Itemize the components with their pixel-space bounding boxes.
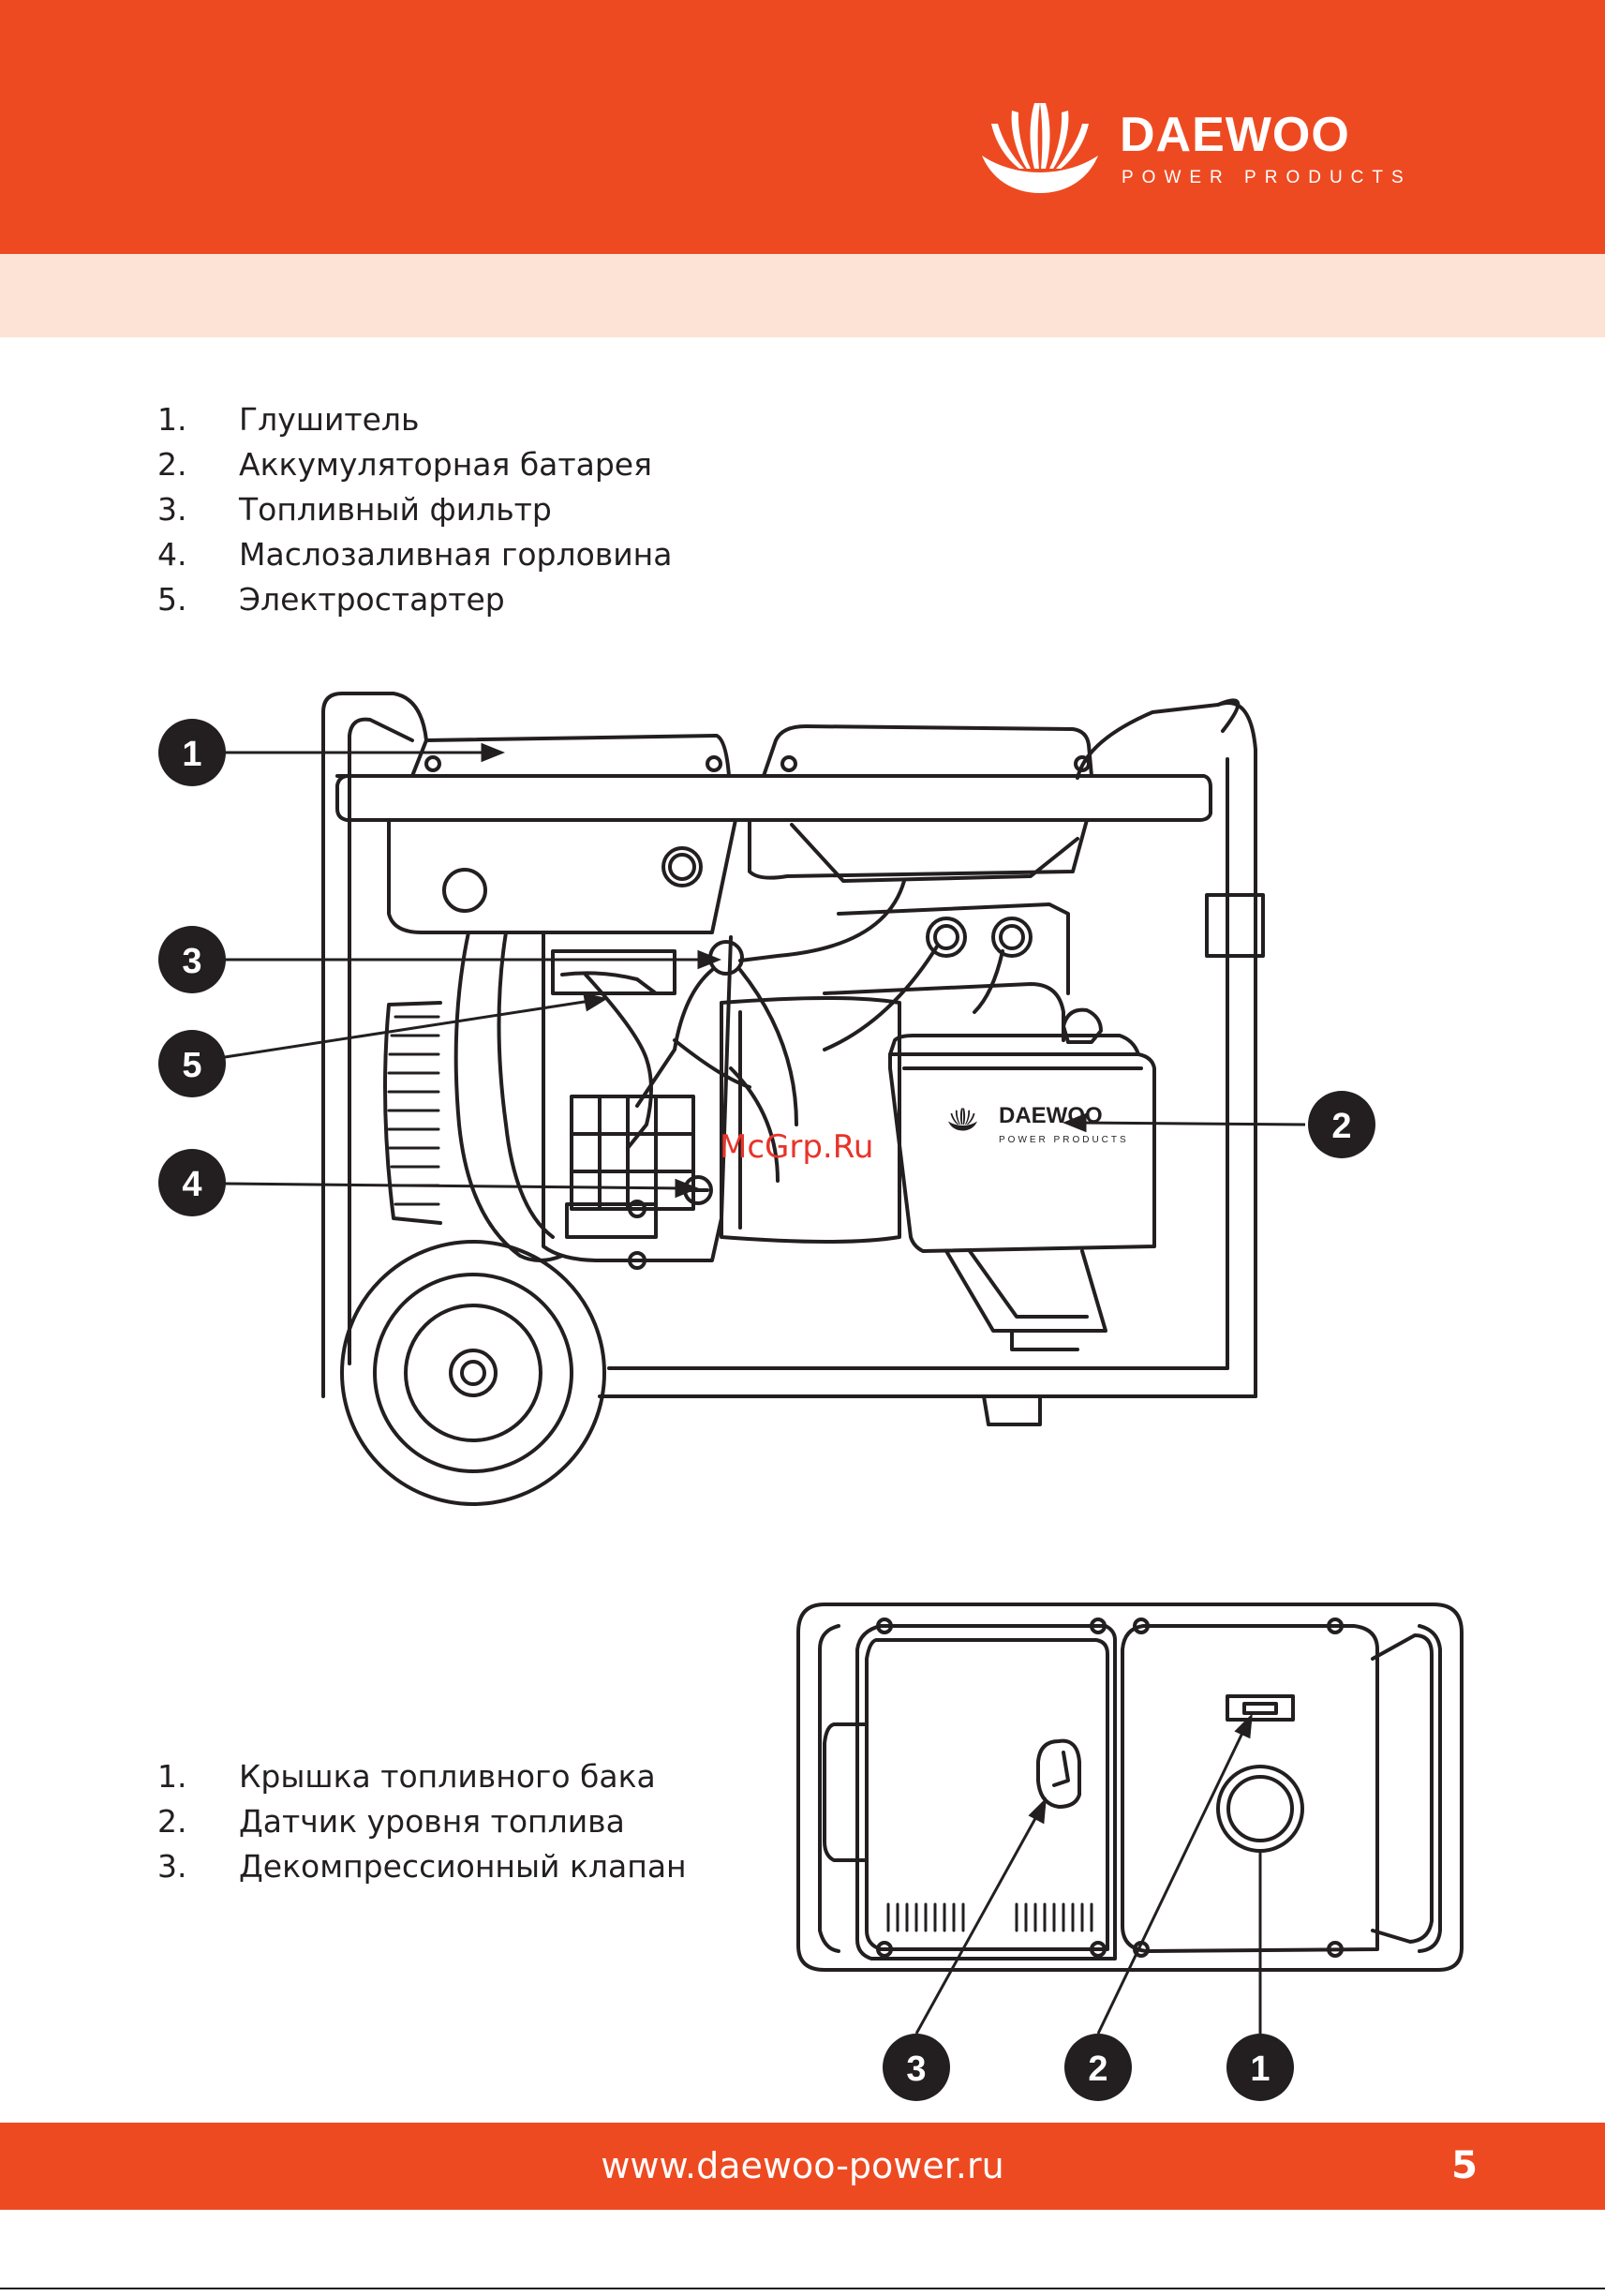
brand-tagline: POWER PRODUCTS — [1122, 169, 1412, 186]
daewoo-fan-logo-icon — [974, 101, 1106, 195]
footer-url-link[interactable]: www.daewoo-power.ru — [0, 2123, 1605, 2210]
callout-bottom-3: 3 — [906, 2050, 926, 2089]
callout-bottom-2: 2 — [1088, 2050, 1107, 2089]
brand-name: DAEWOO — [1120, 111, 1350, 159]
callout-4: 4 — [182, 1165, 201, 1204]
callout-2: 2 — [1331, 1107, 1351, 1146]
callout-5: 5 — [182, 1046, 201, 1085]
divider — [0, 2288, 1605, 2289]
callout-bottom-1: 1 — [1250, 2050, 1270, 2089]
page-number: 5 — [1451, 2123, 1478, 2210]
watermark: McGrp.Ru — [720, 1128, 873, 1166]
footer-band: www.daewoo-power.ru 5 — [0, 2123, 1605, 2210]
battery-brand-name: DAEWOO — [999, 1103, 1103, 1128]
battery-brand-tagline: POWER PRODUCTS — [999, 1135, 1129, 1145]
callout-3: 3 — [182, 942, 201, 981]
header-band — [0, 0, 1605, 254]
subheader-band — [0, 254, 1605, 337]
callout-1: 1 — [182, 735, 201, 774]
